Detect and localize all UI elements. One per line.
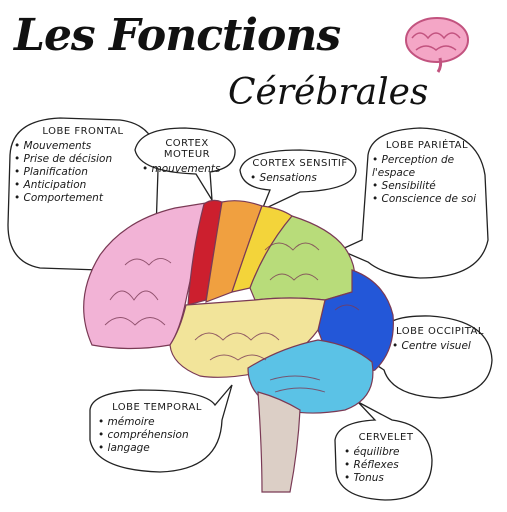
bubble-occipital: LOBE OCCIPITAL Centre visuel: [392, 326, 488, 353]
bubble-temporal: LOBE TEMPORAL mémoire compréhension lang…: [98, 402, 216, 455]
bubble-occipital-shape: [370, 315, 493, 399]
frontal-item: Anticipation: [14, 179, 152, 192]
temporal-heading: LOBE TEMPORAL: [112, 402, 202, 413]
parietal-item: Sensibilité: [372, 180, 482, 193]
sensitif-item: Sensations: [250, 172, 350, 185]
cervelet-item: Tonus: [344, 472, 428, 485]
moteur-item: mouvements: [142, 163, 232, 176]
cervelet-heading: CERVELET: [358, 432, 414, 443]
temporal-item: langage: [98, 442, 216, 455]
brain-icon: [405, 17, 469, 73]
frontal-heading: LOBE FRONTAL: [42, 126, 124, 137]
brainstem: [257, 391, 301, 493]
occipital-heading: LOBE OCCIPITAL: [396, 326, 484, 337]
frontal-item: Comportement: [14, 192, 152, 205]
frontal-item: Planification: [14, 166, 152, 179]
frontal-item: Prise de décision: [14, 153, 152, 166]
parietal-item: Conscience de soi: [372, 193, 482, 206]
title-line-1: Les Fonctions: [14, 10, 341, 61]
bubble-cervelet: CERVELET équilibre Réflexes Tonus: [344, 432, 428, 485]
bubble-parietal: LOBE PARIÉTAL Perception de l'espace Sen…: [372, 140, 482, 206]
frontal-item: Mouvements: [14, 140, 152, 153]
bubble-frontal: LOBE FRONTAL Mouvements Prise de décisio…: [14, 126, 152, 205]
temporal-item: compréhension: [98, 429, 216, 442]
cervelet-item: équilibre: [344, 446, 428, 459]
bubble-cortex-sensitif: CORTEX SENSITIF Sensations: [250, 158, 350, 185]
temporal-item: mémoire: [98, 416, 216, 429]
cervelet-item: Réflexes: [344, 459, 428, 472]
moteur-heading: CORTEX MOTEUR: [163, 138, 211, 160]
parietal-heading: LOBE PARIÉTAL: [385, 140, 469, 151]
title-line-2: Cérébrales: [228, 72, 429, 113]
bubble-cortex-moteur: CORTEX MOTEUR mouvements: [142, 138, 232, 176]
sensitif-heading: CORTEX SENSITIF: [252, 158, 348, 169]
parietal-item: Perception de l'espace: [372, 154, 482, 180]
occipital-item: Centre visuel: [392, 340, 488, 353]
